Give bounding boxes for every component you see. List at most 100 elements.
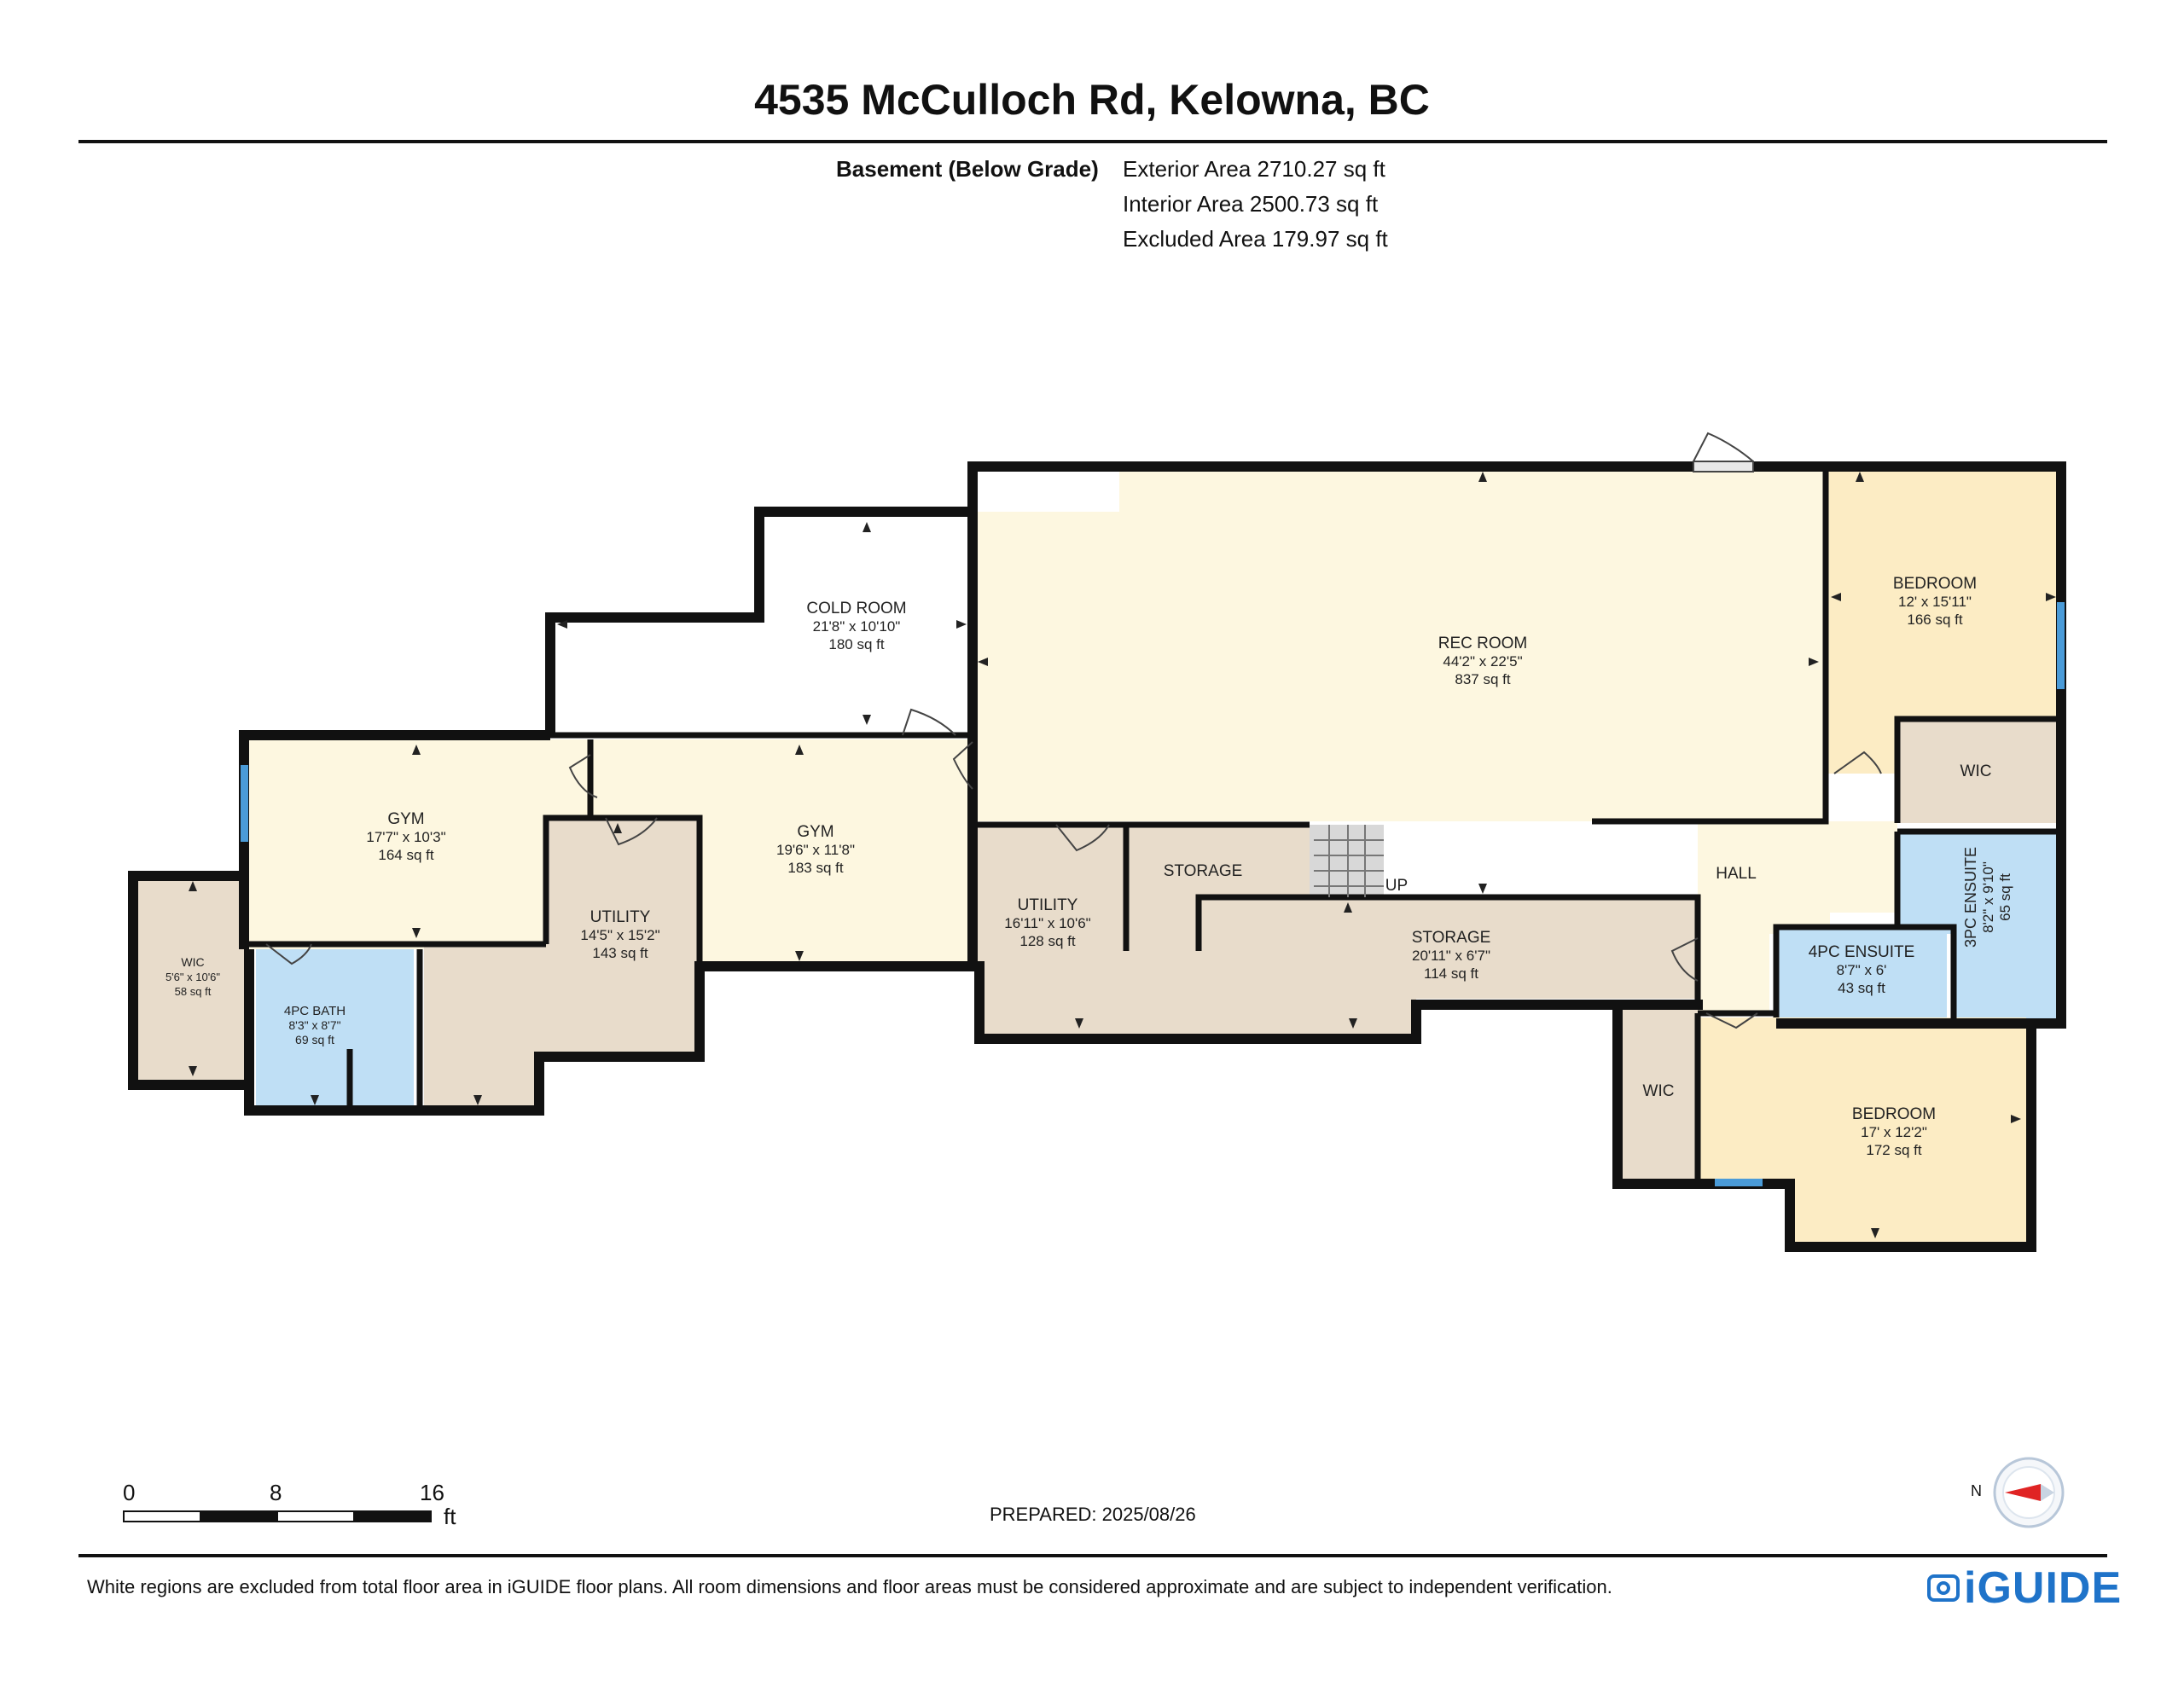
door-bedroom-1-swing — [1833, 751, 1882, 774]
wic-2-area: 58 sq ft — [175, 985, 212, 998]
utility-2-name: UTILITY — [1018, 896, 1078, 914]
ensuite-3pc-name: 3PC ENSUITE — [1962, 847, 1979, 948]
gym-2-fill — [590, 739, 973, 966]
storage-1-fill — [1126, 825, 1310, 951]
cold-room-area: 180 sq ft — [828, 636, 884, 652]
door-utility-1-swing — [605, 817, 658, 846]
ensuite-3pc-fill — [1897, 832, 2061, 1023]
hall-fill — [1698, 774, 1897, 1015]
cold-room-dims: 21'8" x 10'10" — [813, 618, 901, 635]
utility-1-dims: 14'5" x 15'2" — [580, 927, 659, 943]
arrow-down-icon — [795, 951, 804, 961]
bedroom-2-name: BEDROOM — [1852, 1105, 1936, 1123]
wic-3-fill — [1621, 1009, 1698, 1179]
bedroom-1-dims: 12' x 15'11" — [1898, 594, 1972, 610]
wall-main — [967, 461, 2066, 1029]
arrow-right-icon — [956, 620, 967, 629]
ensuite-4pc-area: 43 sq ft — [1838, 980, 1885, 996]
scale-tick-label: 16 — [420, 1480, 444, 1505]
wall-wic-1 — [1894, 716, 2061, 823]
utility-1-name: UTILITY — [590, 908, 651, 926]
iguide-logo-icon — [1927, 1574, 1960, 1602]
utility-2-dims: 16'11" x 10'6" — [1004, 915, 1090, 931]
door-bedroom-2-swing — [1705, 1012, 1758, 1029]
rec-room-fill — [973, 467, 1826, 821]
bedroom-2-dims: 17' x 12'2" — [1861, 1124, 1927, 1140]
scale-segment — [276, 1510, 357, 1522]
arrow-down-icon — [412, 928, 421, 938]
rec-room-dims: 44'2" x 22'5" — [1443, 653, 1522, 670]
storage-2-dims: 20'11" x 6'7" — [1412, 948, 1490, 964]
wic-1-name: WIC — [1960, 762, 1992, 780]
wall-bedroom-2 — [1612, 1000, 2036, 1252]
storage-2-name: STORAGE — [1412, 929, 1491, 947]
wall-ensuite-4pc — [1773, 924, 1957, 1023]
door-coldroom-swing — [902, 708, 956, 736]
stair-label: UP — [1385, 877, 1408, 895]
arrow-up-icon — [863, 522, 871, 532]
wic-2-fill — [136, 876, 249, 1081]
arrow-up-icon — [613, 823, 622, 833]
door-rec-gym-swing — [952, 741, 973, 790]
arrow-up-icon — [795, 745, 804, 755]
door-gym-swing — [568, 754, 598, 798]
page-title: 4535 McCulloch Rd, Kelowna, BC — [754, 76, 1430, 124]
scale-tick-label: 0 — [123, 1480, 136, 1505]
wall-gym — [244, 512, 978, 1116]
windows — [241, 602, 2065, 1186]
arrow-down-icon — [473, 1095, 482, 1105]
gym-1-area: 164 sq ft — [378, 847, 433, 863]
storage-2-area: 114 sq ft — [1424, 965, 1478, 982]
excluded-area: Excluded Area 179.97 sq ft — [1123, 226, 1388, 252]
bedroom-2-area: 172 sq ft — [1866, 1142, 1921, 1158]
compass-north-label: N — [1971, 1482, 1982, 1499]
exterior-walls — [128, 461, 2066, 1252]
bedroom-1-name: BEDROOM — [1893, 575, 1977, 593]
arrow-down-icon — [1871, 1228, 1879, 1238]
ensuite-3pc-dims: 8'2" x 9'10" — [1980, 861, 1996, 933]
stair — [1314, 825, 1384, 897]
bath-4pc-name: 4PC BATH — [284, 1004, 346, 1018]
interior-walls — [246, 467, 2061, 1184]
room-fills — [136, 467, 2061, 1244]
window-gym — [241, 765, 248, 842]
ensuite-4pc-dims: 8'7" x 6' — [1837, 962, 1887, 978]
arrow-down-icon — [189, 1066, 197, 1076]
gym-1-dims: 17'7" x 10'3" — [366, 829, 445, 845]
room-labels: COLD ROOM 21'8" x 10'10" 180 sq ft REC R… — [166, 575, 2013, 1158]
cold-room-name: COLD ROOM — [806, 600, 906, 617]
arrow-right-icon — [1809, 658, 1819, 666]
level-label: Basement (Below Grade) — [836, 156, 1099, 182]
doors — [265, 432, 1882, 1029]
storage-2-fill — [1199, 897, 1698, 1034]
compass: N — [1971, 1450, 2082, 1535]
arrow-down-icon — [1075, 1018, 1083, 1029]
arrow-up-icon — [1344, 902, 1352, 913]
scale-segment — [200, 1510, 276, 1522]
hall-name: HALL — [1716, 865, 1757, 883]
storage-1-name: STORAGE — [1164, 862, 1243, 880]
scale-bar: 0 8 16 ft — [119, 1480, 478, 1557]
scale-segment — [123, 1510, 203, 1522]
gym-2-name: GYM — [797, 823, 834, 841]
brand-name: iGUIDE — [1964, 1563, 2123, 1613]
header-divider — [78, 140, 2107, 143]
bedroom-2-fill — [1698, 1017, 2026, 1244]
gym-1-fill — [249, 739, 590, 949]
door-utility-2-swing — [1055, 824, 1110, 852]
scale-tick-label: 8 — [270, 1480, 282, 1505]
arrow-up-icon — [1478, 472, 1487, 482]
wic-3-name: WIC — [1643, 1082, 1675, 1100]
bedroom-1-fill — [1826, 467, 2061, 774]
utility-1-fill — [424, 818, 700, 1110]
utility-2-fill — [973, 825, 1297, 1034]
arrow-down-icon — [863, 715, 871, 725]
rec-room-name: REC ROOM — [1438, 635, 1528, 652]
disclaimer: White regions are excluded from total fl… — [87, 1576, 1612, 1597]
gym-2-area: 183 sq ft — [787, 860, 843, 876]
window-bedroom-1 — [2057, 602, 2065, 689]
arrow-left-icon — [557, 620, 567, 629]
bath-4pc-fill — [256, 949, 414, 1110]
wall-wic-west — [128, 871, 249, 1090]
